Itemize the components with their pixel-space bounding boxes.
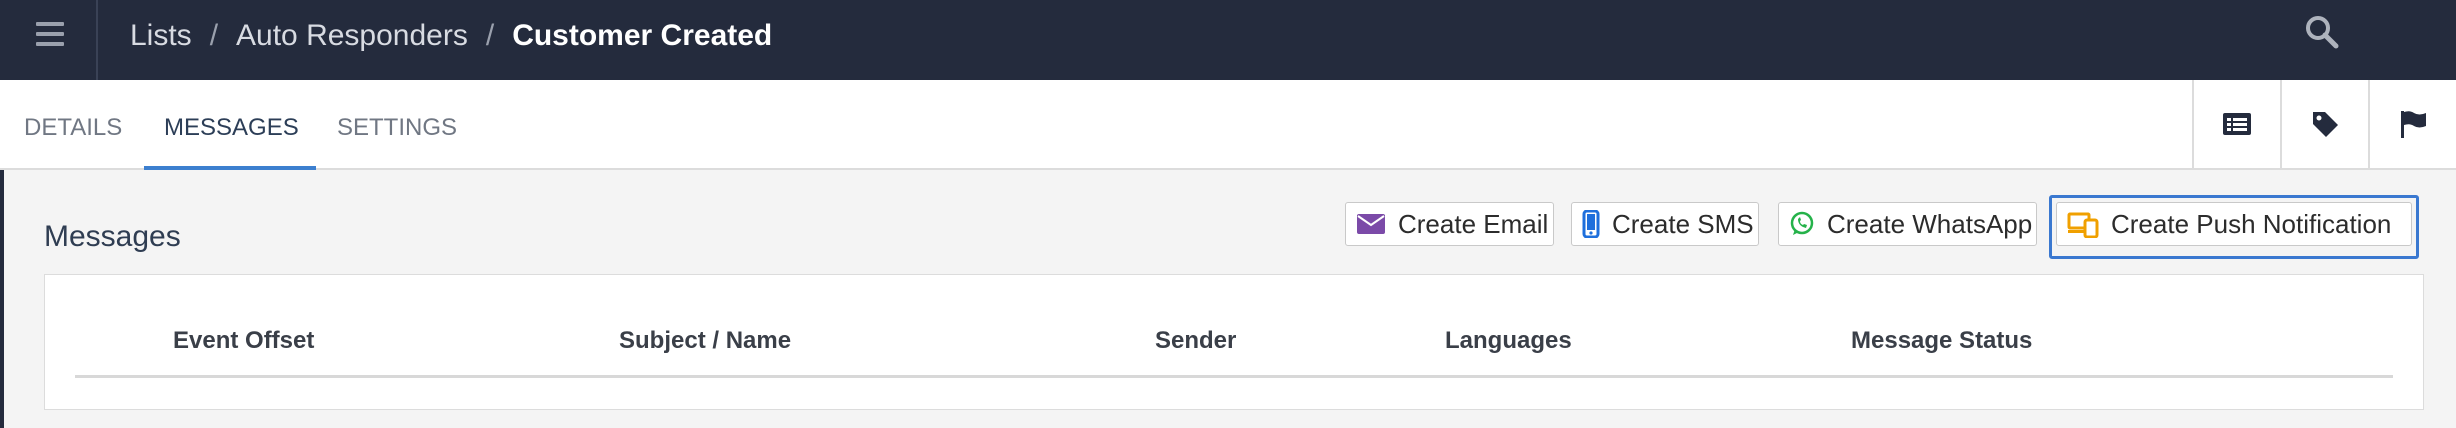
tags-button[interactable] (2280, 80, 2368, 168)
breadcrumb-separator: / (485, 19, 495, 52)
column-header-sender[interactable]: Sender (1155, 327, 1237, 354)
section-title: Messages (44, 220, 181, 253)
flag-button[interactable] (2368, 80, 2456, 168)
create-email-label: Create Email (1398, 208, 1549, 239)
top-bar: Lists / Auto Responders / Customer Creat… (0, 0, 2456, 80)
list-view-button[interactable] (2192, 80, 2280, 168)
tab-details[interactable]: DETAILS (24, 114, 123, 141)
breadcrumb-auto-responders[interactable]: Auto Responders (236, 19, 468, 52)
flag-icon (2401, 111, 2426, 138)
envelope-icon (1357, 214, 1385, 234)
create-sms-button[interactable]: Create SMS (1571, 202, 1759, 246)
focus-ring (2049, 195, 2419, 259)
column-header-message-status[interactable]: Message Status (1851, 327, 2033, 354)
list-icon (2223, 113, 2251, 135)
tab-actions (2192, 80, 2456, 168)
page-title: Customer Created (512, 19, 773, 52)
messages-table: Event Offset Subject / Name Sender Langu… (44, 274, 2424, 410)
left-rail (0, 80, 4, 428)
breadcrumb: Lists / Auto Responders / Customer Creat… (130, 16, 772, 56)
whatsapp-icon (1790, 211, 1814, 235)
menu-button[interactable] (0, 0, 98, 80)
breadcrumb-separator: / (209, 19, 219, 52)
column-header-event-offset[interactable]: Event Offset (173, 327, 315, 354)
column-header-subject-name[interactable]: Subject / Name (619, 327, 792, 354)
table-header-divider (75, 375, 2393, 378)
column-header-languages[interactable]: Languages (1445, 327, 1572, 354)
search-icon[interactable] (2302, 12, 2342, 52)
create-push-notification-label: Create Push Notification (2111, 208, 2392, 239)
tag-icon (2313, 112, 2338, 137)
create-whatsapp-label: Create WhatsApp (1827, 208, 2033, 239)
hamburger-icon-bar (36, 32, 64, 36)
breadcrumb-lists[interactable]: Lists (130, 19, 192, 52)
create-push-notification-button[interactable]: Create Push Notification (2056, 202, 2412, 246)
mobile-phone-icon (1582, 210, 1600, 238)
tab-messages[interactable]: MESSAGES (144, 80, 316, 170)
devices-icon (2067, 212, 2099, 238)
create-email-button[interactable]: Create Email (1345, 202, 1554, 246)
hamburger-icon-bar (36, 42, 64, 46)
tab-settings[interactable]: SETTINGS (337, 114, 458, 141)
tab-bar: DETAILS MESSAGES SETTINGS (0, 80, 2456, 170)
hamburger-icon (36, 22, 64, 26)
create-sms-label: Create SMS (1612, 208, 1754, 239)
create-whatsapp-button[interactable]: Create WhatsApp (1778, 202, 2037, 246)
